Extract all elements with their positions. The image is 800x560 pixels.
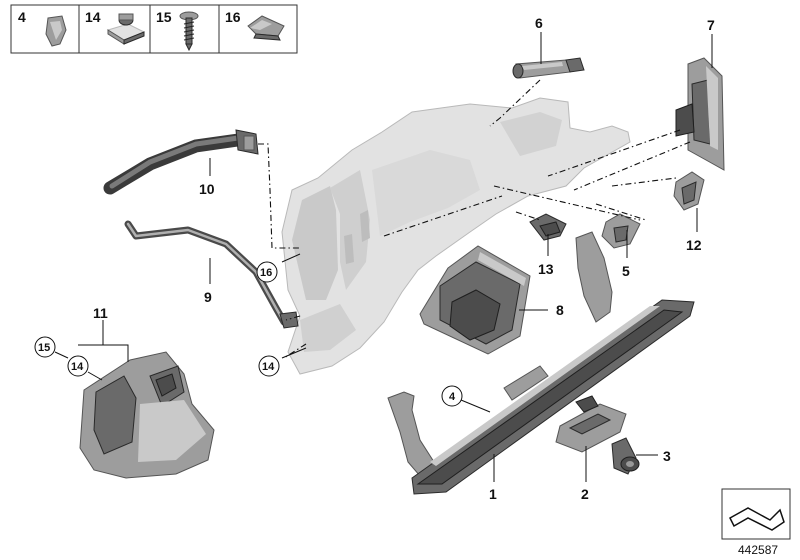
callout-11: 11 (93, 305, 108, 321)
callout-circle-15: 15 (34, 336, 56, 358)
legend-label-15: 15 (156, 9, 172, 25)
legend: 4 14 15 16 (10, 4, 298, 54)
lock-icon (555, 395, 627, 453)
bracket-icon (601, 213, 641, 249)
nut-icon (106, 13, 146, 45)
mounting-bracket-icon (79, 351, 215, 479)
assembly-lines (258, 79, 691, 359)
glove-box-housing-icon (281, 97, 631, 375)
callout-9: 9 (204, 289, 212, 305)
callout-7: 7 (707, 17, 715, 33)
callout-circle-14-housing: 14 (258, 355, 280, 377)
callout-16: 16 (260, 267, 272, 279)
callout-2: 2 (581, 486, 589, 502)
hose-icon (124, 220, 299, 329)
callout-circle-4: 4 (441, 385, 463, 407)
leader-lines (54, 32, 713, 482)
catalog-number: 442587 (738, 543, 778, 557)
callout-15: 15 (38, 342, 50, 354)
callout-circle-16: 16 (256, 261, 278, 283)
legend-label-16: 16 (225, 9, 241, 25)
callout-8: 8 (556, 302, 564, 318)
lock-cylinder-icon (611, 437, 640, 475)
damper-icon (512, 57, 585, 79)
glove-box-lid-icon (387, 231, 695, 495)
duct-icon (103, 129, 259, 195)
callout-6: 6 (535, 15, 543, 31)
clip-icon (45, 15, 67, 47)
callouts: 6 7 10 9 13 5 12 8 11 1 2 3 16 14 4 15 1… (34, 15, 715, 502)
switch-icon (529, 213, 567, 241)
legend-label-4: 4 (18, 9, 26, 25)
light-icon (673, 171, 705, 211)
hinge-panel-icon (675, 57, 725, 171)
callout-3: 3 (663, 448, 671, 464)
callout-circle-14-bracket: 14 (67, 355, 89, 377)
tray-icon (419, 245, 531, 355)
legend-label-14: 14 (85, 9, 101, 25)
callout-13: 13 (538, 261, 554, 277)
bracket-clip-icon (247, 15, 285, 41)
callout-12: 12 (686, 237, 702, 253)
callout-5: 5 (622, 263, 630, 279)
callout-10: 10 (199, 181, 215, 197)
orientation-arrow-icon (721, 488, 791, 540)
callout-1: 1 (489, 486, 497, 502)
callout-14-housing: 14 (262, 361, 275, 373)
callout-14-bracket: 14 (71, 361, 84, 373)
callout-4: 4 (449, 391, 456, 403)
screw-icon (179, 11, 199, 52)
